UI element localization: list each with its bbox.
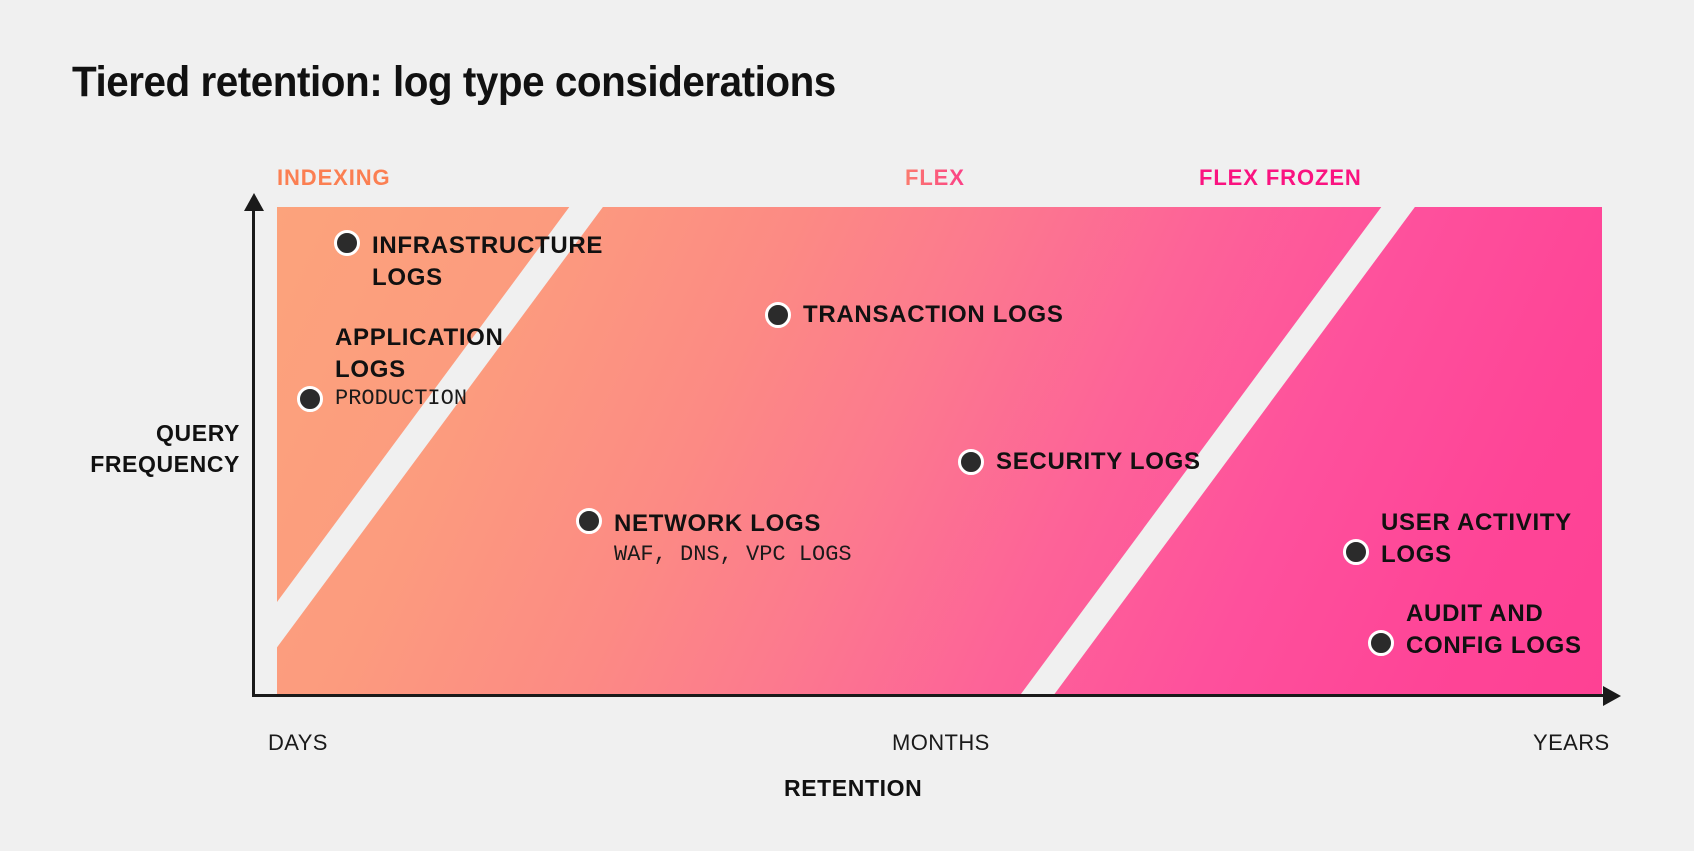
point-label-line1: INFRASTRUCTURE — [372, 232, 604, 259]
point-label-line1: USER ACTIVITY — [1381, 509, 1572, 536]
point-label-line1: AUDIT AND — [1406, 600, 1544, 627]
point-label-line2: LOGS — [1381, 541, 1452, 568]
point-sublabel: PRODUCTION — [335, 386, 468, 411]
point-marker-icon — [576, 508, 602, 534]
y-axis-arrow-icon — [244, 193, 264, 211]
point-text-group: USER ACTIVITY LOGS — [1381, 507, 1572, 571]
y-axis-line — [252, 208, 255, 695]
data-point-transaction-logs[interactable]: TRANSACTION LOGS — [765, 299, 1064, 331]
point-text-group: AUDIT AND CONFIG LOGS — [1406, 598, 1582, 662]
point-label-line2: CONFIG LOGS — [1406, 632, 1582, 659]
point-label-line1: NETWORK LOGS — [614, 510, 822, 537]
data-point-infrastructure-logs[interactable]: INFRASTRUCTURE LOGS — [334, 230, 603, 294]
x-axis-arrow-icon — [1603, 686, 1621, 706]
point-marker-icon — [1343, 539, 1369, 565]
x-tick-days: DAYS — [268, 730, 328, 755]
tier-label-indexing: INDEXING — [277, 165, 391, 190]
plot-area — [277, 207, 1602, 695]
data-point-application-logs[interactable]: APPLICATION LOGS PRODUCTION — [297, 322, 504, 414]
point-label-line1: APPLICATION — [335, 324, 504, 351]
point-marker-icon — [1368, 630, 1394, 656]
point-label-line2: LOGS — [372, 264, 443, 291]
point-marker-icon — [958, 449, 984, 475]
point-marker-icon — [334, 230, 360, 256]
point-label-line2: LOGS — [335, 356, 406, 383]
x-tick-months: MONTHS — [892, 730, 990, 755]
x-axis-title: RETENTION — [784, 775, 923, 801]
x-tick-years: YEARS — [1533, 730, 1610, 755]
data-point-network-logs[interactable]: NETWORK LOGS WAF, DNS, VPC LOGS — [576, 508, 852, 570]
point-label-line1: TRANSACTION LOGS — [803, 301, 1064, 328]
y-axis-title: QUERY FREQUENCY — [90, 420, 240, 477]
point-marker-icon — [297, 386, 323, 412]
point-text-group: NETWORK LOGS WAF, DNS, VPC LOGS — [614, 508, 852, 570]
point-sublabel: WAF, DNS, VPC LOGS — [614, 542, 852, 567]
data-point-security-logs[interactable]: SECURITY LOGS — [958, 446, 1201, 478]
x-axis-line — [252, 694, 1609, 697]
gradient-fill — [277, 207, 1602, 695]
point-label-line1: SECURITY LOGS — [996, 448, 1201, 475]
tier-label-flex: FLEX — [905, 165, 965, 190]
point-sub-row: PRODUCTION — [297, 384, 467, 414]
page-title: Tiered retention: log type consideration… — [72, 58, 836, 106]
data-point-audit-config-logs[interactable]: AUDIT AND CONFIG LOGS — [1368, 598, 1582, 662]
point-text-group: APPLICATION LOGS — [335, 322, 504, 386]
tier-label-flex-frozen: FLEX FROZEN — [1199, 165, 1362, 190]
point-marker-icon — [765, 302, 791, 328]
data-point-user-activity-logs[interactable]: USER ACTIVITY LOGS — [1343, 507, 1572, 571]
point-text-group: INFRASTRUCTURE LOGS — [372, 230, 603, 294]
